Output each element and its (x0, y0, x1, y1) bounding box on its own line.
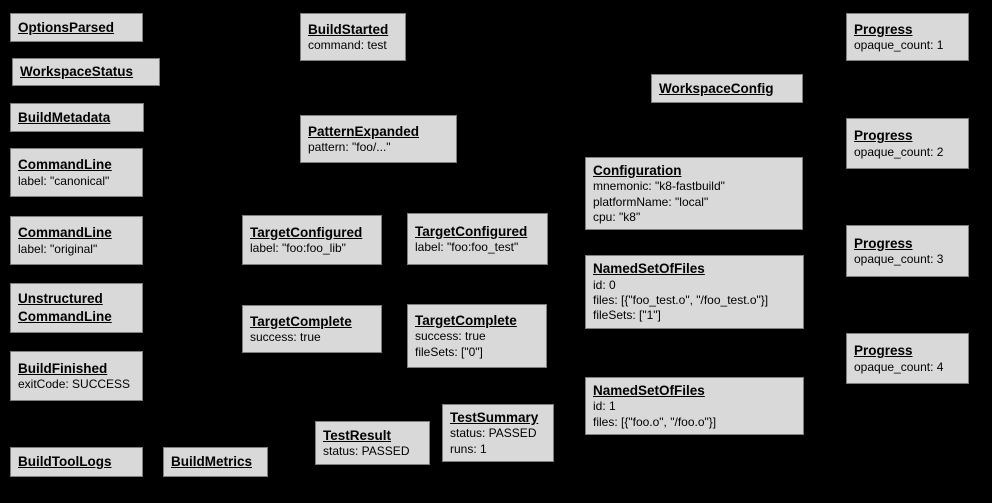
node-title: WorkspaceStatus (20, 64, 134, 80)
node-title: TargetComplete (415, 312, 517, 328)
node-attribute: success: true (415, 329, 486, 344)
node-title: BuildMetrics (171, 454, 253, 470)
node-options-parsed: OptionsParsed (10, 13, 143, 42)
node-attribute: runs: 1 (450, 441, 487, 456)
node-build-metadata: BuildMetadata (10, 103, 144, 132)
node-title: TargetComplete (250, 313, 352, 329)
node-attribute: cpu: "k8" (593, 209, 641, 224)
node-build-tool-logs: BuildToolLogs (10, 447, 143, 477)
node-unstructured-command-line: Unstructured CommandLine (10, 283, 143, 333)
node-attribute: files: [{"foo.o", "/foo.o"}] (593, 414, 717, 429)
node-title: Unstructured CommandLine (18, 291, 112, 324)
node-attribute: success: true (250, 330, 321, 345)
node-title: TestSummary (450, 409, 539, 425)
node-title: Progress (854, 343, 913, 359)
node-title: CommandLine (18, 157, 112, 173)
node-workspace-config: WorkspaceConfig (651, 74, 803, 103)
node-title: NamedSetOfFiles (593, 382, 705, 398)
node-title: Progress (854, 128, 913, 144)
node-title: BuildMetadata (18, 109, 111, 125)
node-attribute: exitCode: SUCCESS (18, 377, 131, 392)
node-attribute: opaque_count: 3 (854, 252, 944, 267)
node-title: Progress (854, 21, 913, 37)
node-attribute: label: "canonical" (18, 173, 110, 188)
node-attribute: opaque_count: 2 (854, 144, 944, 159)
node-title: CommandLine (18, 225, 112, 241)
node-attribute: fileSets: ["0"] (415, 344, 483, 359)
node-attribute: platformName: "local" (593, 194, 709, 209)
node-attribute: opaque_count: 1 (854, 38, 944, 53)
node-attribute: id: 1 (593, 399, 616, 414)
node-title: TargetConfigured (415, 223, 528, 239)
node-title: TestResult (323, 427, 392, 443)
node-title: BuildStarted (308, 21, 389, 37)
node-title: BuildToolLogs (18, 454, 112, 470)
node-title: BuildFinished (18, 360, 108, 376)
node-attribute: pattern: "foo/..." (308, 140, 391, 155)
node-title: WorkspaceConfig (659, 80, 774, 96)
node-attribute: opaque_count: 4 (854, 359, 944, 374)
node-title: OptionsParsed (18, 19, 115, 35)
node-attribute: label: "foo:foo_lib" (250, 241, 346, 256)
node-title: Progress (854, 235, 913, 251)
node-attribute: status: PASSED (323, 444, 410, 459)
node-attribute: label: "foo:foo_test" (415, 240, 519, 255)
node-attribute: status: PASSED (450, 426, 537, 441)
node-attribute: fileSets: ["1"] (593, 308, 661, 323)
node-attribute: mnemonic: "k8-fastbuild" (593, 179, 725, 194)
node-title: PatternExpanded (308, 123, 420, 139)
node-title: NamedSetOfFiles (593, 261, 705, 277)
node-attribute: id: 0 (593, 277, 616, 292)
node-attribute: command: test (308, 38, 387, 53)
node-attribute: label: "original" (18, 241, 98, 256)
node-attribute: files: [{"foo_test.o", "/foo_test.o"}] (593, 293, 769, 308)
node-workspace-status: WorkspaceStatus (12, 58, 160, 86)
node-title: TargetConfigured (250, 224, 363, 240)
node-title: Configuration (593, 162, 682, 178)
node-build-metrics: BuildMetrics (163, 447, 268, 477)
